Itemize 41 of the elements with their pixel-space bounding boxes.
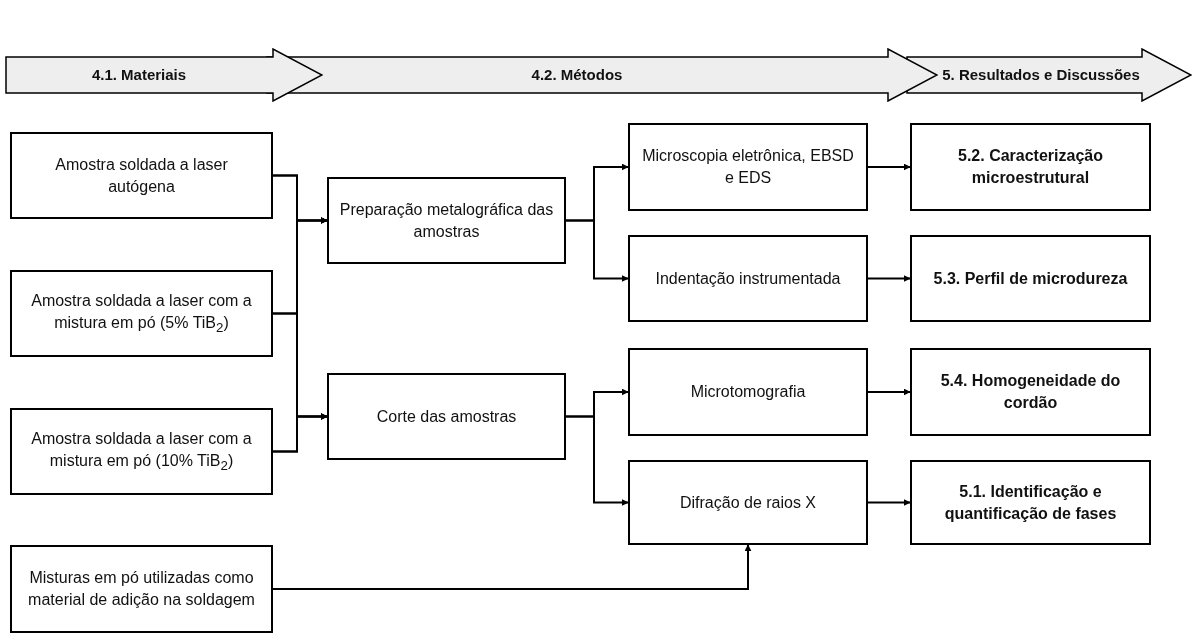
process-box <box>10 408 273 495</box>
box-label: Difração de raios X <box>679 492 817 513</box>
arrow <box>565 219 629 282</box>
arrow <box>867 275 911 282</box>
phase-banner <box>906 48 1192 102</box>
stage-label: 4.2. Métodos <box>531 64 623 85</box>
process-box <box>327 373 566 460</box>
process-box <box>10 270 273 357</box>
box-label: Preparação metalográfica das amostras <box>338 199 555 242</box>
process-box <box>628 348 868 436</box>
arrow <box>867 163 911 171</box>
stage-label: 4.1. Materiais <box>91 64 187 85</box>
process-box <box>628 235 868 322</box>
arrow <box>565 415 629 506</box>
phase-banner <box>5 48 323 102</box>
box-label: 5.1. Identificação e quantificação de fases <box>943 481 1118 524</box>
box-label: 5.3. Perfil de microdureza <box>933 268 1128 289</box>
process-box <box>628 460 868 545</box>
box-label: Corte das amostras <box>376 406 517 427</box>
result-box <box>910 348 1151 436</box>
arrow <box>272 413 328 453</box>
process-box <box>628 123 868 211</box>
arrow <box>867 499 911 506</box>
result-box <box>910 123 1151 211</box>
box-label: Microscopia eletrônica, EBSD e EDS <box>641 146 855 188</box>
box-label: Amostra soldada a laser com a mistura em pó (5% TiB$_{2}$) <box>30 291 253 337</box>
result-box <box>910 235 1151 322</box>
arrow <box>867 388 911 396</box>
process-box <box>10 545 273 633</box>
box-label: Microtomografia <box>690 382 806 403</box>
box-label: Misturas em pó utilizadas como material de adição na soldagem <box>27 568 256 610</box>
box-label: 5.4. Homogeneidade do cordão <box>939 371 1122 413</box>
box-label: 5.2. Caracterização microestrutural <box>957 146 1104 188</box>
arrow <box>272 544 752 590</box>
process-box <box>327 177 566 264</box>
result-box <box>910 460 1151 545</box>
box-label: Amostra soldada a laser autógena <box>54 154 229 197</box>
box-label: Indentação instrumentada <box>655 268 841 289</box>
process-box <box>10 132 273 219</box>
stage-label: 5. Resultados e Discussões <box>942 64 1140 85</box>
box-label: Amostra soldada a laser com a mistura em pó (10% TiB$_{2}$) <box>30 429 253 475</box>
